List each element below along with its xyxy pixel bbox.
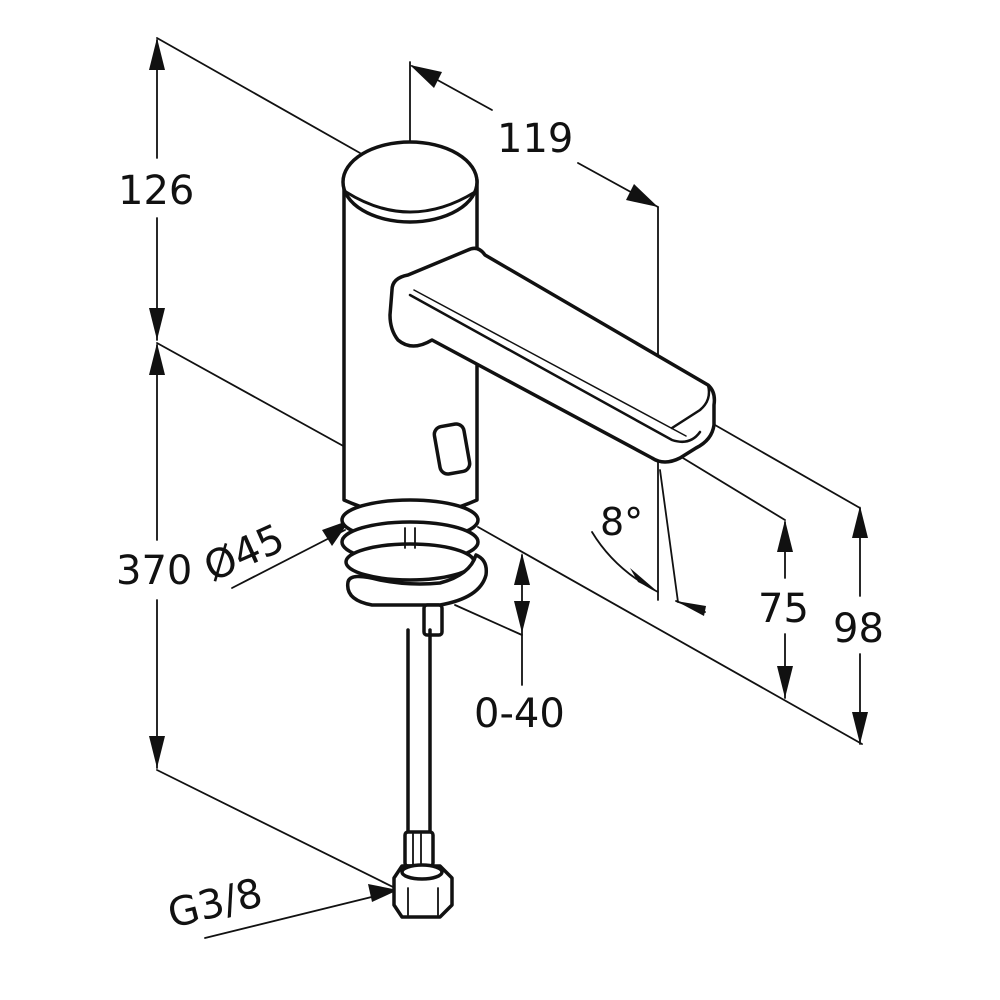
dimension-angle-8: 8°	[591, 500, 706, 616]
extension-lines	[156, 37, 863, 889]
dimension-diameter-45: Ø45	[197, 516, 350, 592]
label-0-40: 0-40	[474, 691, 565, 737]
dimension-g3-8: G3/8	[163, 870, 398, 939]
dimension-126: 126	[118, 38, 194, 341]
mounting-hardware	[340, 498, 489, 637]
label-diameter-45: Ø45	[197, 516, 291, 592]
dimension-119: 119	[410, 65, 658, 207]
dimension-370: 370	[116, 343, 192, 769]
dimension-0-40: 0-40	[474, 553, 565, 737]
label-119: 119	[497, 116, 573, 162]
dimension-75: 75	[758, 520, 809, 699]
label-75: 75	[758, 586, 809, 632]
label-98: 98	[833, 606, 884, 652]
hex-nut	[392, 863, 454, 919]
label-g3-8: G3/8	[163, 870, 267, 938]
supply-hose	[403, 628, 435, 868]
label-126: 126	[118, 168, 194, 214]
faucet-spout	[388, 246, 717, 464]
label-angle-8: 8°	[600, 500, 643, 544]
label-370: 370	[116, 548, 192, 594]
dimension-98: 98	[833, 506, 884, 745]
